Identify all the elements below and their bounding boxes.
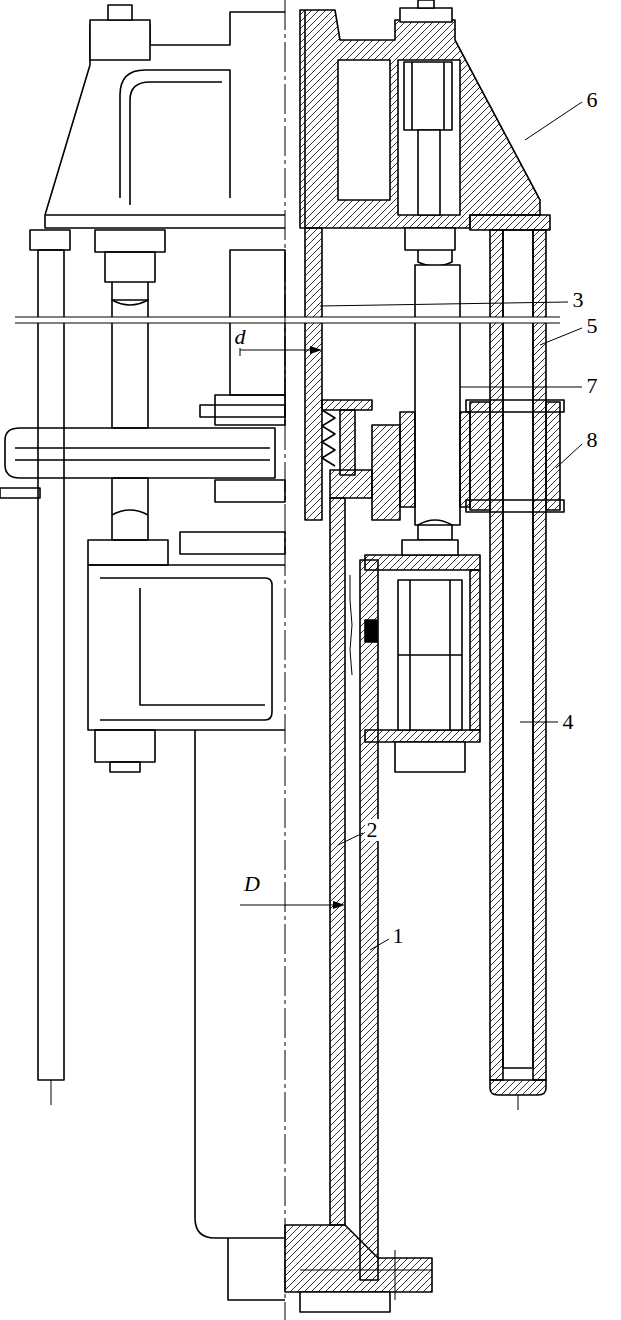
callout-number: 7 [585,375,600,397]
callout-number: 8 [585,429,600,451]
dimension-label: d [233,326,248,348]
callout-number: 1 [391,925,406,947]
callout-number: 4 [561,711,576,733]
callout-number: 3 [571,289,586,311]
callout-number: 5 [585,315,600,337]
callout-number: 6 [585,89,600,111]
dimension-label: D [242,873,262,895]
callout-number: 2 [365,819,380,841]
